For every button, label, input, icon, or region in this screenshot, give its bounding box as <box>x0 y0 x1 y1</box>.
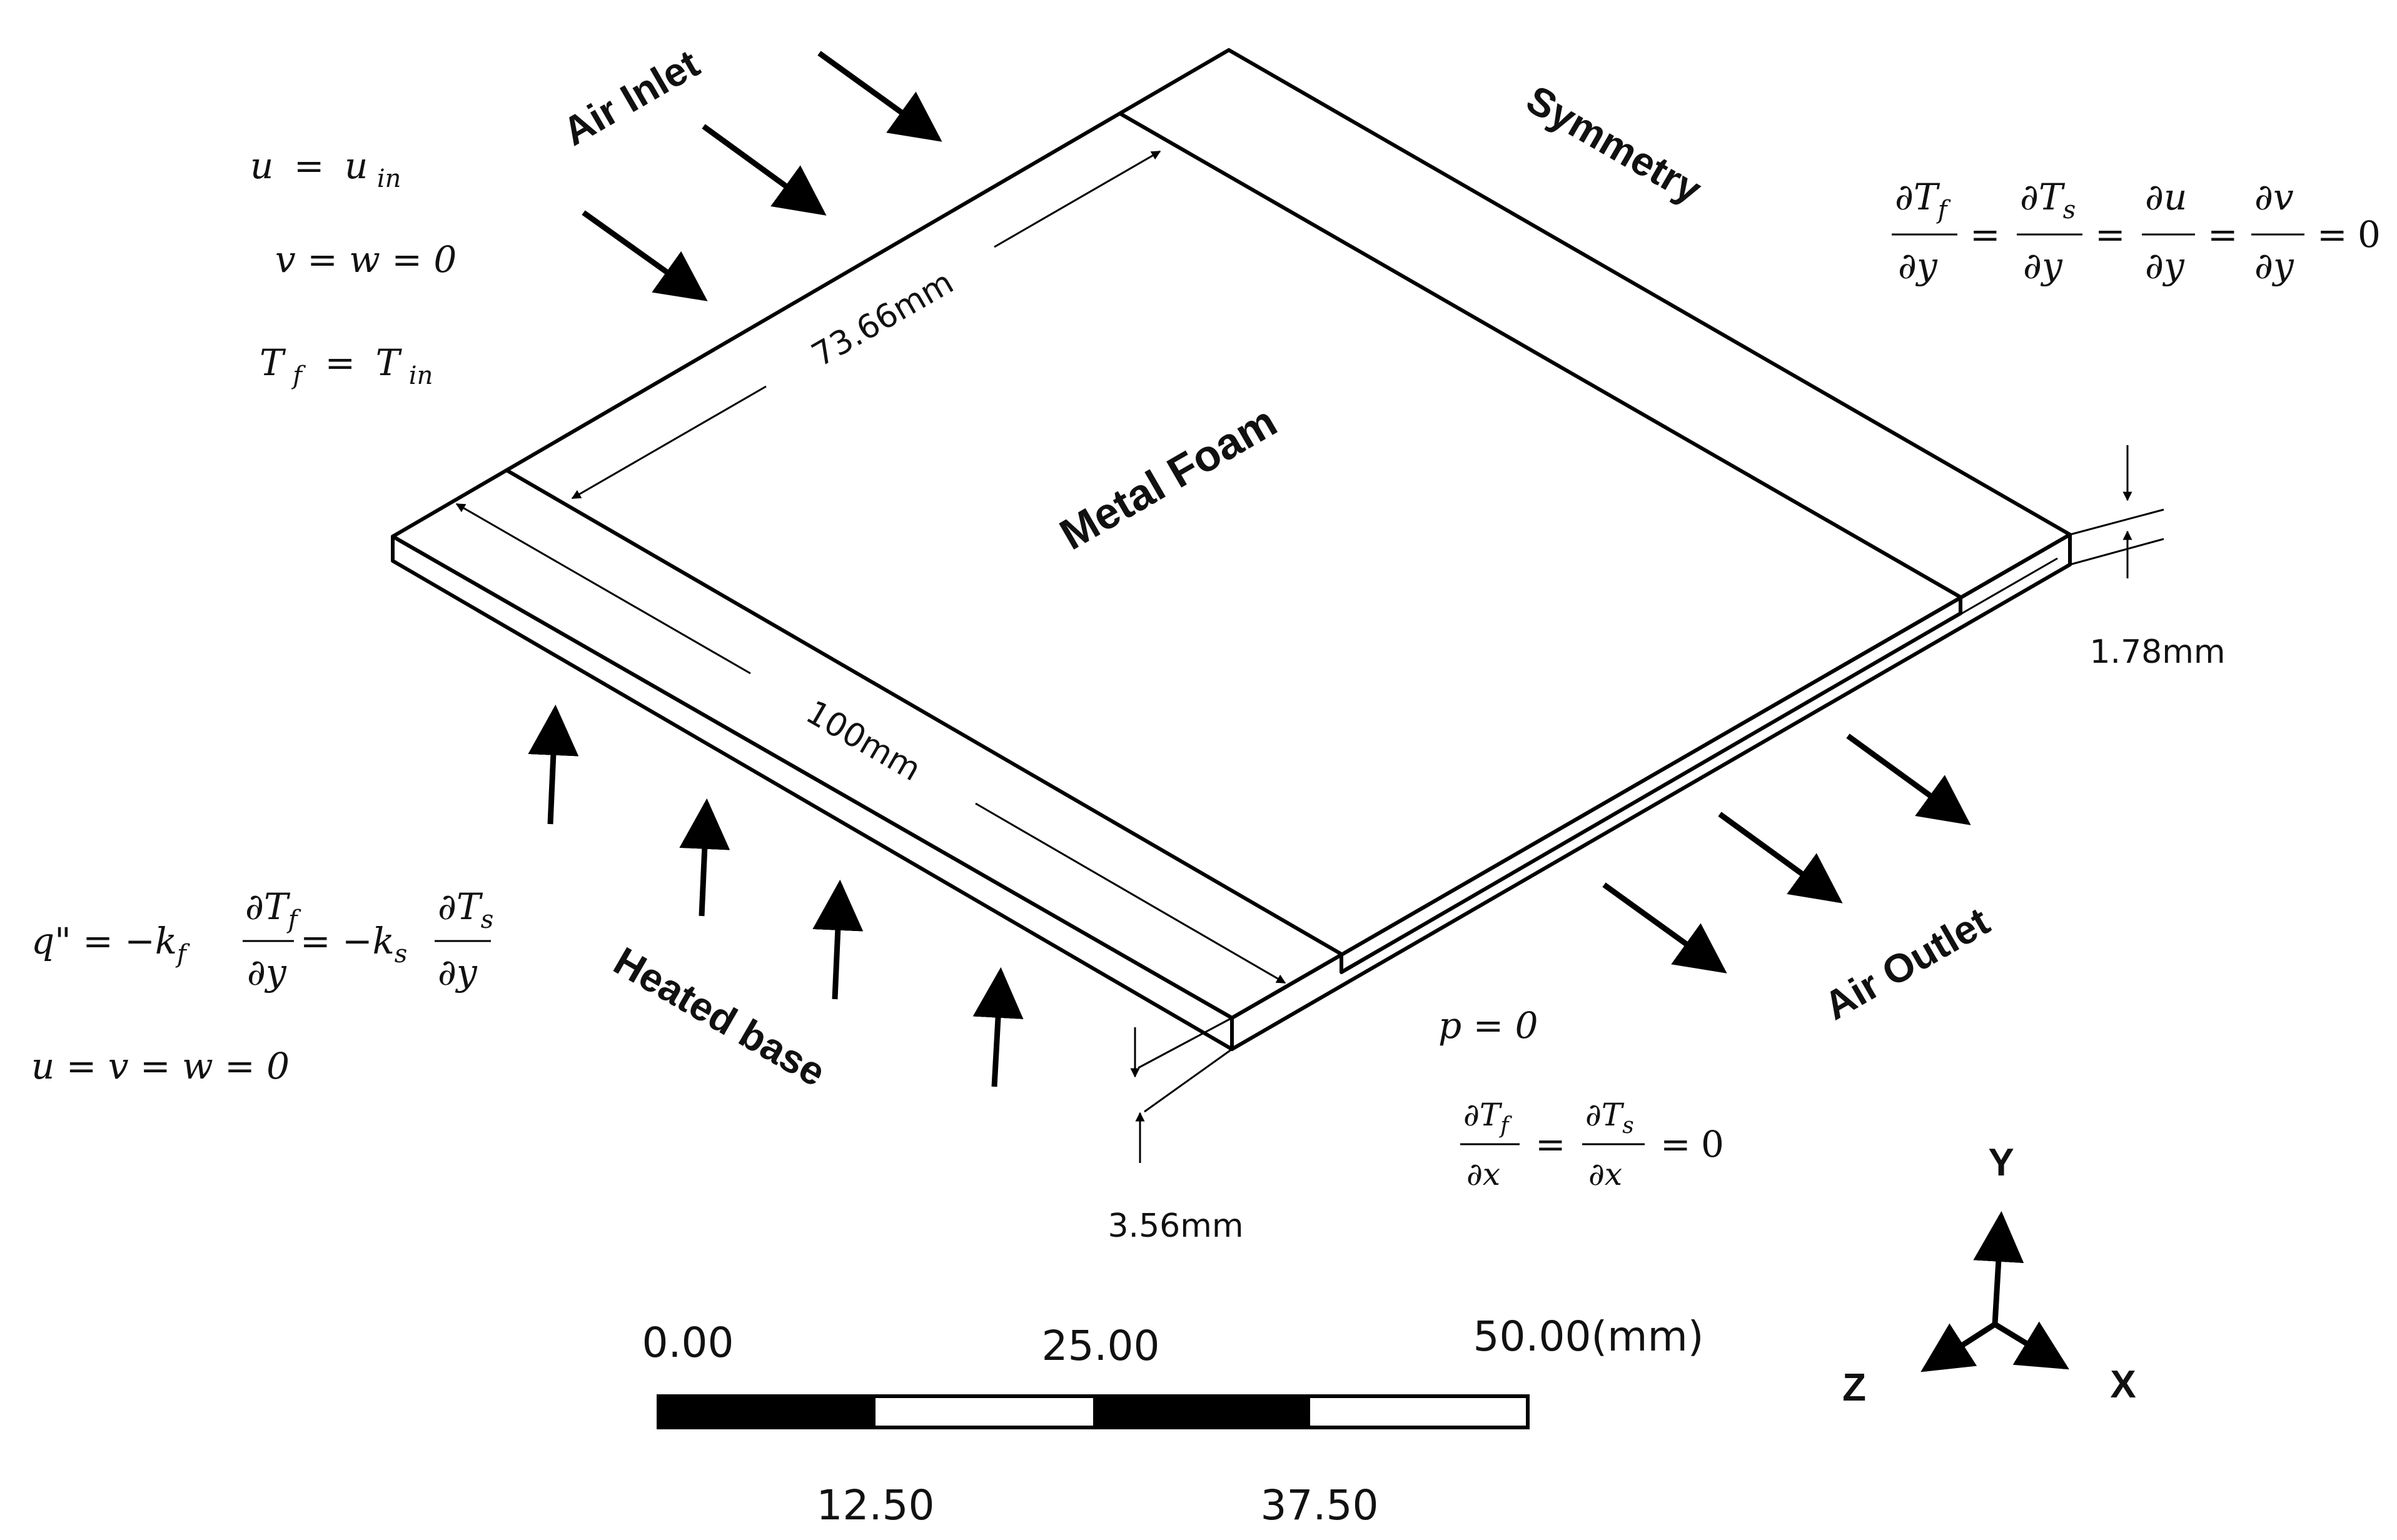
outlet-conditions: p = 0 ∂Tf ∂x = ∂Ts ∂x = 0 <box>1438 1004 1724 1192</box>
plate-geometry <box>391 48 2072 1051</box>
svg-text:∂y: ∂y <box>2023 244 2063 287</box>
svg-text:∂Tf: ∂Tf <box>1463 1097 1512 1139</box>
svg-text:∂Ts: ∂Ts <box>1585 1097 1634 1139</box>
svg-text:0: 0 <box>2358 213 2381 256</box>
label-air-inlet: Air Inlet <box>555 41 707 154</box>
scale-label-12-5: 12.50 <box>817 1481 935 1529</box>
svg-text:u = u in: u = u in <box>250 144 401 193</box>
heat-uvw: u = v = w = 0 <box>31 1045 290 1087</box>
svg-text:∂Ts: ∂Ts <box>438 885 493 934</box>
svg-text:∂y: ∂y <box>438 951 478 994</box>
svg-text:= −ks: = −ks <box>300 920 407 969</box>
label-foam-thickness: 1.78mm <box>2089 633 2225 671</box>
dimension-foam-thickness: 1.78mm <box>2069 445 2226 671</box>
svg-text:∂y: ∂y <box>2145 244 2185 287</box>
axis-y-label: Y <box>1988 1141 2014 1184</box>
svg-text:∂Tf: ∂Tf <box>245 885 301 934</box>
outlet-arrows <box>1602 733 1971 974</box>
dimension-base-thickness: 3.56mm <box>1108 1017 1244 1245</box>
svg-text:=: = <box>1970 213 2001 256</box>
svg-text:∂x: ∂x <box>1588 1156 1622 1192</box>
label-foam-width: 73.66mm <box>805 264 960 375</box>
axis-z-label: Z <box>1842 1366 1866 1409</box>
label-metal-foam: Metal Foam <box>1052 396 1284 559</box>
foam-boundary-inlet <box>505 468 1343 956</box>
label-symmetry: Symmetry <box>1519 76 1709 212</box>
svg-text:∂Ts: ∂Ts <box>2020 176 2076 224</box>
scale-segment-1 <box>659 1396 876 1427</box>
plate-top-face <box>391 48 2072 1020</box>
inlet-conditions: u = u in v = w = 0 T f = T in <box>250 144 457 392</box>
svg-text:0: 0 <box>1701 1123 1724 1165</box>
scale-label-50: 50.00(mm) <box>1473 1312 1703 1361</box>
foam-boundary-symmetry <box>1118 111 1962 599</box>
svg-text:=: = <box>1535 1123 1566 1165</box>
svg-text:=: = <box>2208 213 2238 256</box>
svg-text:=: = <box>2095 213 2126 256</box>
label-heated-base: Heated base <box>607 939 834 1095</box>
axis-x-label: X <box>2110 1363 2136 1406</box>
svg-text:q" = −kf: q" = −kf <box>31 920 190 969</box>
svg-text:∂v: ∂v <box>2254 176 2294 218</box>
coordinate-axes: Y Z X <box>1842 1141 2136 1409</box>
scale-segment-3 <box>1093 1396 1310 1427</box>
scale-label-37-5: 37.50 <box>1261 1481 1379 1529</box>
svg-text:∂u: ∂u <box>2145 176 2187 218</box>
svg-text:∂y: ∂y <box>1898 244 1938 287</box>
label-air-outlet: Air Outlet <box>1817 898 1997 1029</box>
inlet-vw: v = w = 0 <box>275 238 457 281</box>
plate-front-face <box>391 535 1234 1051</box>
dimension-foam-width: 73.66mm <box>571 150 1161 500</box>
svg-text:∂x: ∂x <box>1466 1156 1500 1192</box>
outlet-p: p = 0 <box>1438 1004 1538 1047</box>
label-length: 100mm <box>800 693 927 788</box>
heat-arrows <box>528 704 1024 1087</box>
scale-label-0: 0.00 <box>642 1319 734 1367</box>
label-base-thickness: 3.56mm <box>1108 1207 1243 1245</box>
inlet-arrows <box>582 51 942 301</box>
scale-label-25: 25.00 <box>1042 1322 1160 1370</box>
svg-text:∂Tf: ∂Tf <box>1895 176 1951 224</box>
svg-text:=: = <box>1660 1123 1691 1165</box>
dimension-length: 100mm <box>455 503 1286 984</box>
heated-base-conditions: q" = −kf ∂Tf ∂y = −ks ∂Ts ∂y u = v = w =… <box>31 885 493 1087</box>
scale-bar: 0.00 25.00 50.00(mm) 12.50 37.50 <box>642 1312 1704 1529</box>
svg-text:T f = T: T f = T in <box>260 341 433 392</box>
base-step-line-2 <box>1344 557 2058 970</box>
svg-text:∂y: ∂y <box>2254 244 2294 287</box>
svg-text:∂y: ∂y <box>247 951 287 994</box>
svg-text:=: = <box>2317 213 2348 256</box>
symmetry-conditions: ∂Tf ∂y = ∂Ts ∂y = ∂u ∂y = ∂v ∂y = 0 <box>1892 176 2381 287</box>
